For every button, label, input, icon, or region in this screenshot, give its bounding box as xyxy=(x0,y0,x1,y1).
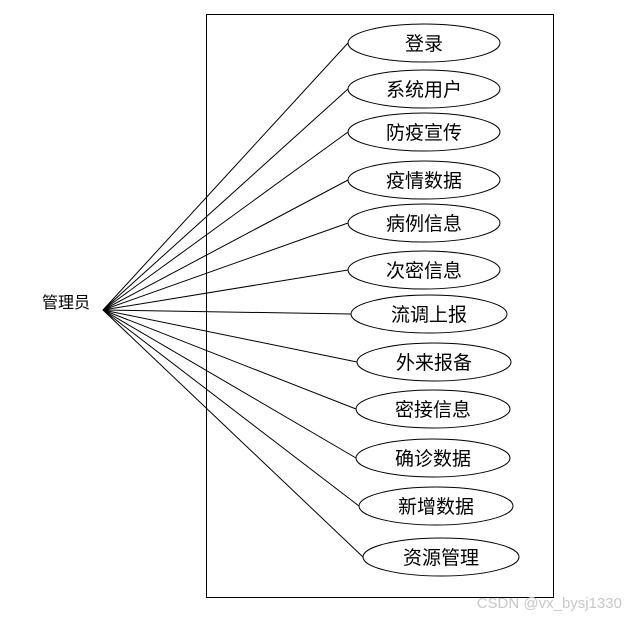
use-case: 疫情数据 xyxy=(347,160,501,200)
use-case-label: 疫情数据 xyxy=(386,170,462,192)
use-case: 登录 xyxy=(347,23,501,63)
use-case: 外来报备 xyxy=(356,342,512,382)
actor-label: 管理员 xyxy=(42,293,90,312)
use-case-ellipse xyxy=(347,69,501,109)
use-case-label: 次密信息 xyxy=(386,260,462,282)
use-case-label: 病例信息 xyxy=(386,213,462,235)
use-case-ellipse xyxy=(347,203,501,243)
use-case-label: 新增数据 xyxy=(398,496,474,518)
association-lines xyxy=(102,42,364,558)
use-case-ellipse xyxy=(358,486,514,526)
use-case-ellipse xyxy=(350,294,508,334)
use-case-ellipse xyxy=(362,537,520,577)
use-case: 流调上报 xyxy=(350,294,508,334)
use-case-label: 密接信息 xyxy=(395,399,471,421)
use-case-label: 防疫宣传 xyxy=(386,122,462,144)
association-line xyxy=(102,179,349,311)
use-case: 新增数据 xyxy=(358,486,514,526)
use-case-ellipse xyxy=(355,438,511,478)
association-line xyxy=(102,88,349,311)
use-case: 次密信息 xyxy=(347,250,501,290)
use-case-ellipse xyxy=(355,389,511,429)
use-case: 系统用户 xyxy=(347,69,501,109)
system-boundary xyxy=(206,14,554,598)
use-case-label: 系统用户 xyxy=(386,79,462,101)
association-line xyxy=(102,309,352,315)
use-case-label: 流调上报 xyxy=(391,304,467,326)
use-case: 资源管理 xyxy=(362,537,520,577)
use-case-ellipse xyxy=(347,112,501,152)
use-case-label: 资源管理 xyxy=(403,547,479,569)
use-case-ellipse xyxy=(356,342,512,382)
association-line xyxy=(102,131,349,311)
association-line xyxy=(102,309,360,507)
association-line xyxy=(102,309,358,363)
use-case-group: 登录系统用户防疫宣传疫情数据病例信息次密信息流调上报外来报备密接信息确诊数据新增… xyxy=(347,23,520,577)
association-line xyxy=(102,42,349,311)
association-line xyxy=(102,309,357,459)
use-case: 防疫宣传 xyxy=(347,112,501,152)
association-line xyxy=(102,269,349,311)
use-case: 病例信息 xyxy=(347,203,501,243)
use-case: 确诊数据 xyxy=(355,438,511,478)
use-case: 密接信息 xyxy=(355,389,511,429)
association-line xyxy=(102,309,364,558)
use-case-ellipse xyxy=(347,250,501,290)
use-case-ellipse xyxy=(347,160,501,200)
association-line xyxy=(102,309,357,410)
use-case-ellipse xyxy=(347,23,501,63)
association-line xyxy=(102,222,349,311)
use-case-label: 确诊数据 xyxy=(395,448,471,470)
watermark: CSDN @vx_bysj1330 xyxy=(476,595,622,612)
use-case-label: 外来报备 xyxy=(396,352,472,374)
use-case-label: 登录 xyxy=(405,33,443,55)
